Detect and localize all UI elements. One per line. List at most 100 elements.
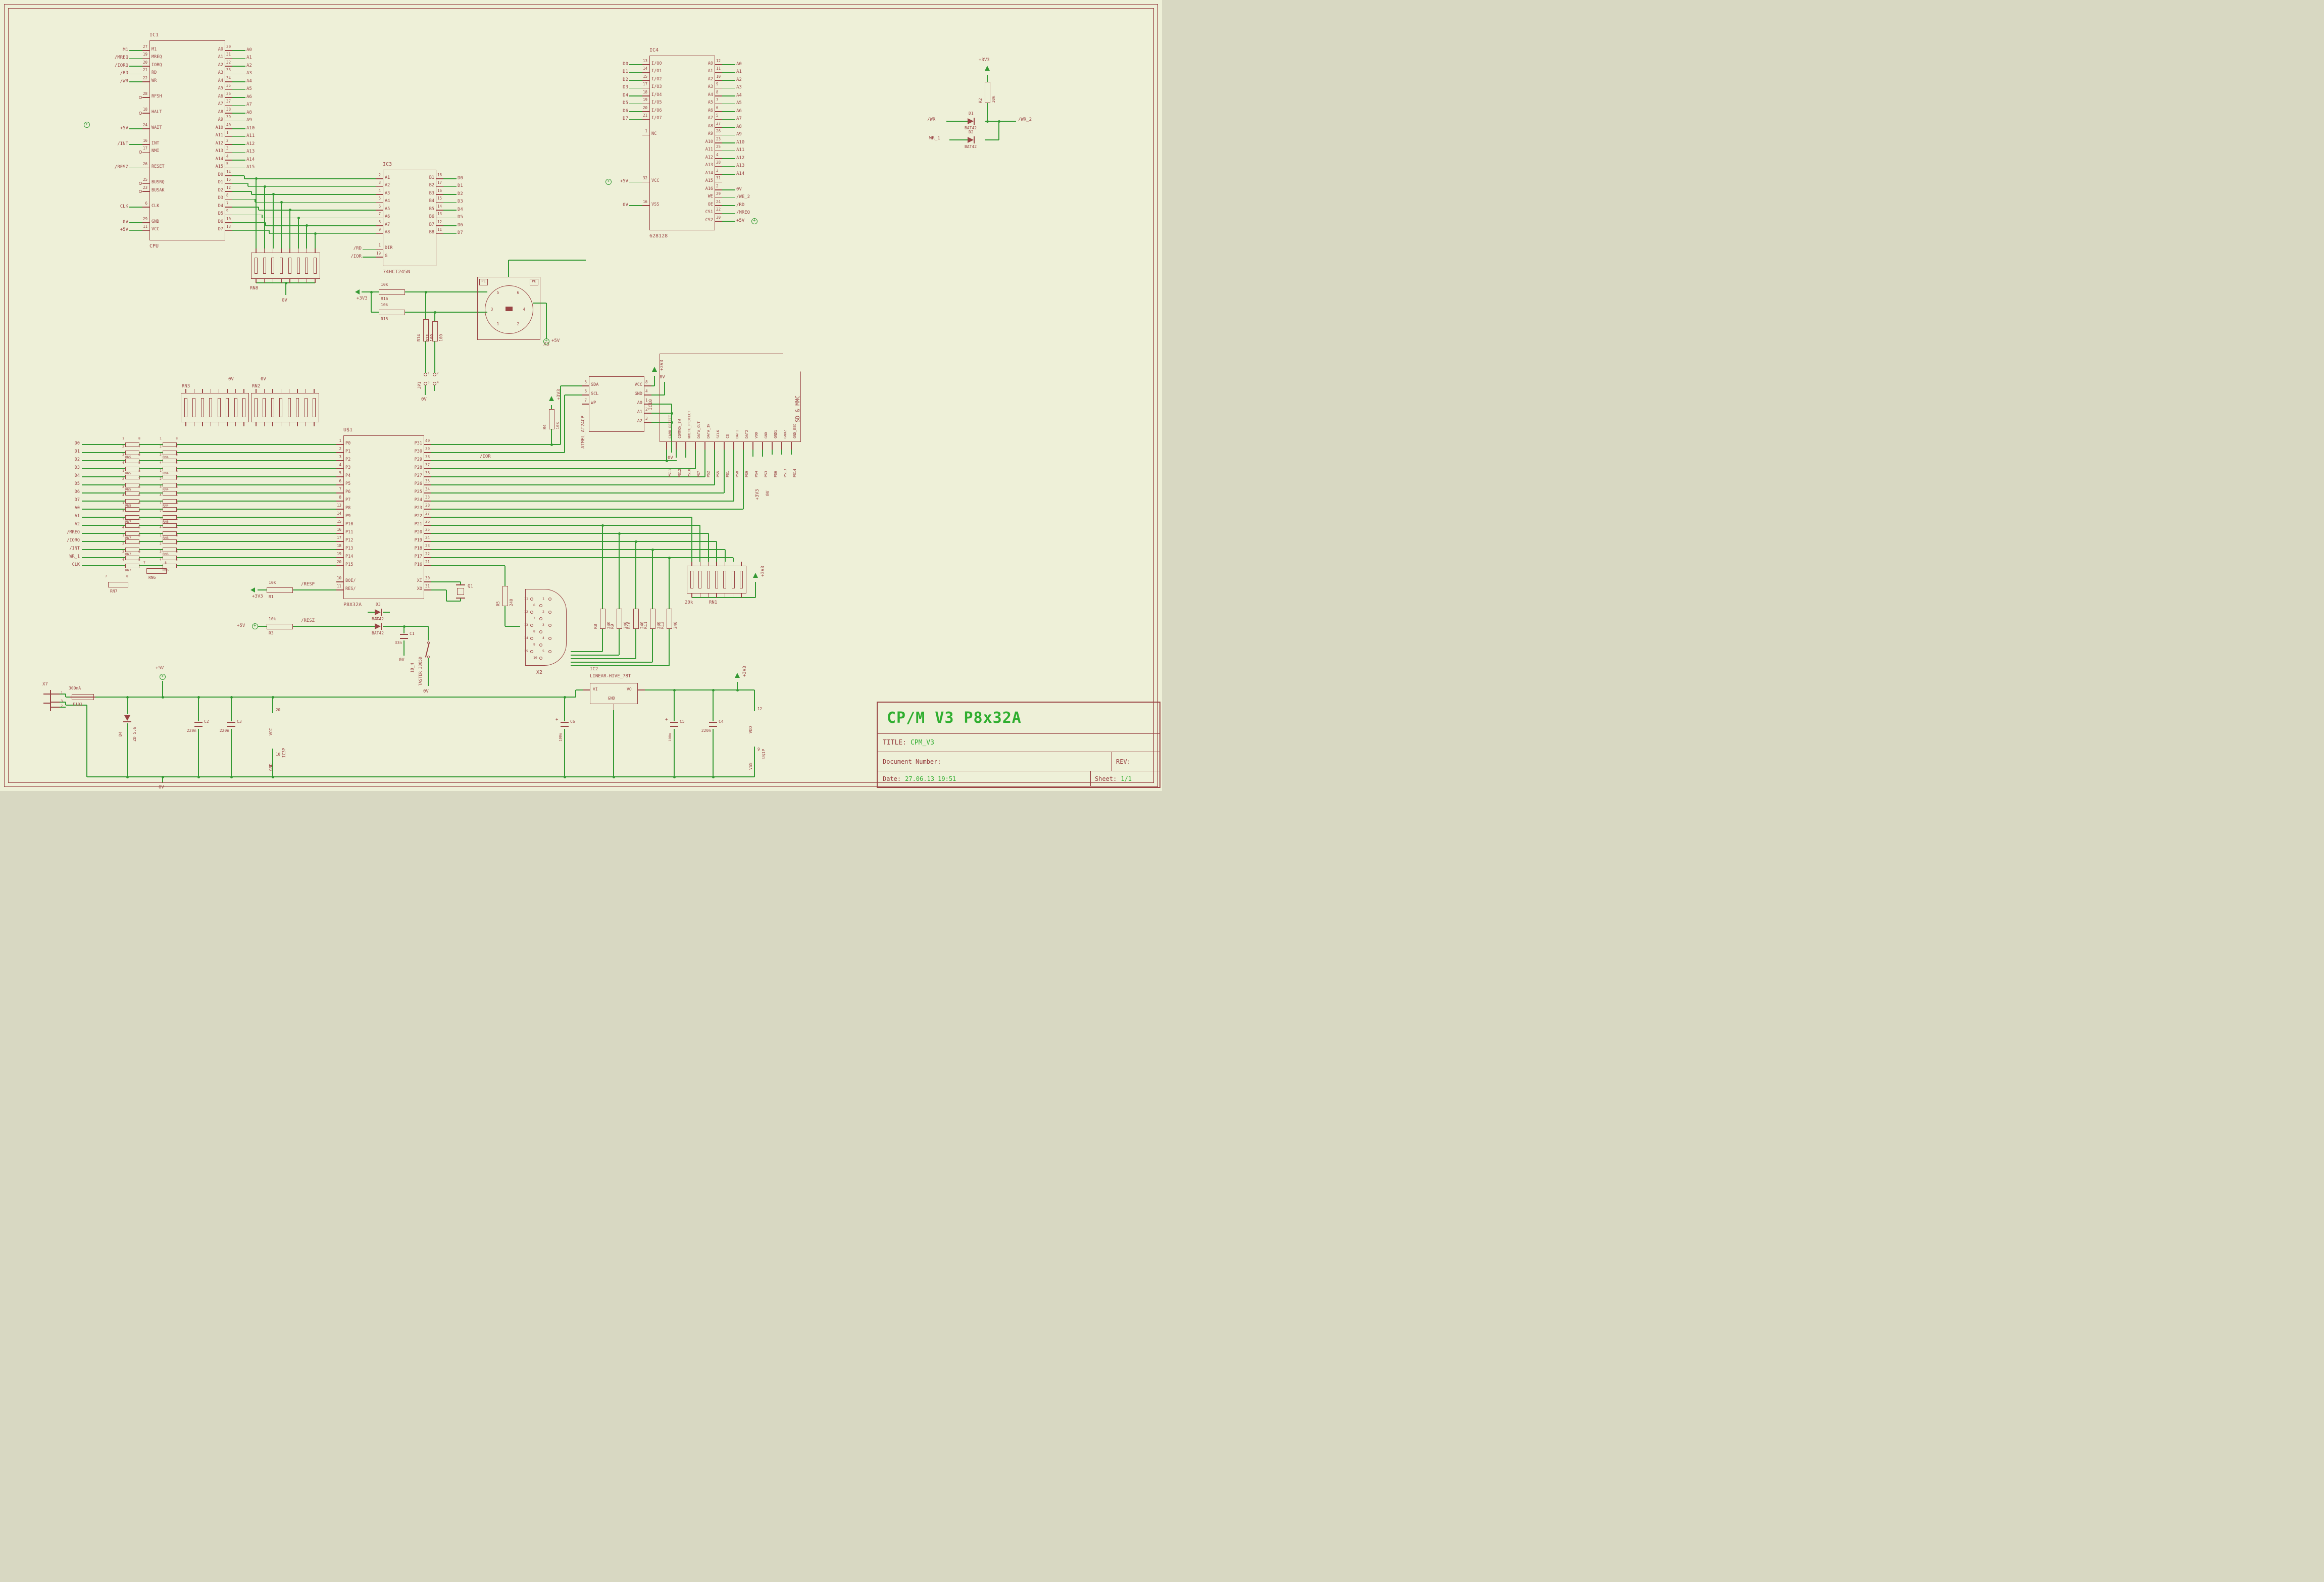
net-label: A0 <box>736 61 742 67</box>
wire <box>232 73 245 74</box>
wire <box>336 509 343 510</box>
pin-name: I/O2 <box>651 76 662 82</box>
wire <box>651 413 672 414</box>
pin-name: A1 <box>385 175 390 180</box>
wire <box>194 725 203 727</box>
net-label: 5 <box>138 461 140 465</box>
net-label: /RD <box>120 71 128 76</box>
wire <box>425 341 426 373</box>
resistor-network-outline <box>251 253 320 279</box>
net-label: A0 <box>246 47 252 53</box>
wire <box>715 119 722 120</box>
wire <box>82 517 125 518</box>
wire <box>232 152 245 153</box>
pin-number: 8 <box>533 629 535 633</box>
pin-number: 37 <box>226 99 231 104</box>
pin-circle <box>432 381 436 385</box>
net-label: 0V <box>228 377 234 382</box>
net-label: 8 <box>176 501 178 505</box>
wire <box>576 689 583 690</box>
pin-name: A1 <box>218 55 223 60</box>
wire <box>82 501 125 502</box>
wire <box>177 549 336 550</box>
rnet-ref: RN4 <box>163 487 169 491</box>
wire <box>177 557 336 558</box>
power-label: +5V <box>237 623 245 628</box>
pin-number: 15 <box>226 177 231 182</box>
pin-name: RES/ <box>345 586 356 591</box>
pin-number: 39 <box>226 115 231 120</box>
wire <box>314 422 315 426</box>
wire <box>561 725 569 727</box>
wire <box>743 450 744 509</box>
junction-dot <box>563 775 566 778</box>
junction-dot <box>563 696 566 699</box>
pin-number: 17 <box>336 535 341 540</box>
wire <box>225 97 232 98</box>
resistor-element <box>271 258 275 274</box>
wire <box>446 590 447 601</box>
net-label: /IOR <box>480 454 491 459</box>
wire <box>262 215 263 218</box>
wire <box>772 450 773 455</box>
wire <box>225 105 232 106</box>
wire <box>139 533 163 534</box>
wire <box>685 442 686 450</box>
value: 220n <box>219 728 229 733</box>
pin-name: XI <box>417 578 422 583</box>
wire <box>232 97 245 98</box>
net-label: 6 <box>138 453 140 457</box>
wire <box>715 197 722 198</box>
pin-name: I/O3 <box>651 84 662 90</box>
series-resistor <box>125 482 139 487</box>
wire <box>297 389 298 393</box>
signal-label: D3 <box>74 465 80 470</box>
wire <box>232 183 248 184</box>
net-label: 1 <box>160 501 162 505</box>
net-label: 5 <box>176 525 178 529</box>
net-label: 2 <box>160 477 162 481</box>
wire <box>456 584 465 585</box>
power-label: +3V3 <box>357 296 368 301</box>
wire <box>722 134 735 135</box>
pin-number: 19 <box>642 97 647 103</box>
resistor-element <box>715 571 718 588</box>
pin-name: P29 <box>414 457 422 462</box>
ps2-circle <box>484 285 533 334</box>
wire <box>443 186 457 187</box>
net-label: 8 <box>138 501 140 505</box>
wire <box>436 217 443 218</box>
junction-dot <box>402 625 406 628</box>
wire <box>264 422 265 426</box>
pin-number: 24 <box>425 535 430 540</box>
wire <box>129 73 142 74</box>
pe-pad-left: PE <box>479 279 488 285</box>
wire <box>431 460 677 461</box>
wire <box>424 541 431 542</box>
wire <box>443 178 457 179</box>
wire <box>716 594 717 598</box>
net-label: A3 <box>246 71 252 76</box>
wire <box>227 389 228 393</box>
wire <box>431 565 505 566</box>
pin-name: A0 <box>218 46 223 52</box>
diode-D3 <box>375 609 381 615</box>
net-label: A1 <box>736 69 742 75</box>
junction-dot <box>670 412 673 415</box>
junction-dot <box>612 775 615 778</box>
pin-number: 8 <box>339 495 341 500</box>
wire <box>381 609 382 616</box>
junction-dot <box>271 696 274 699</box>
net-label: 6 <box>176 453 178 457</box>
wire <box>431 452 565 453</box>
power-label: +3V3 <box>979 58 990 63</box>
wire <box>273 194 274 249</box>
net-label: A4 <box>736 92 742 98</box>
resistor-element <box>288 258 291 274</box>
pin-number: 14 <box>226 169 231 174</box>
wire <box>629 80 642 81</box>
wire <box>289 279 290 283</box>
wire <box>82 541 125 542</box>
net-label: 3 <box>122 485 124 489</box>
pin-number: 11 <box>142 224 147 229</box>
